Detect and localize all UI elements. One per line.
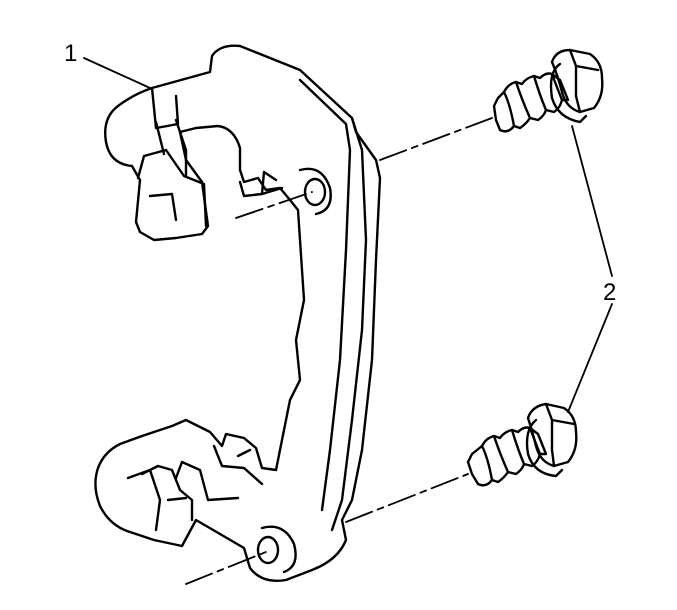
lower-bolt-head-flats <box>544 402 576 468</box>
leader-1 <box>83 57 151 89</box>
upper-bolt <box>492 48 604 133</box>
lower-abutment-block <box>140 464 194 522</box>
lower-boss-rim <box>260 525 297 574</box>
leader-2-upper <box>571 125 613 277</box>
lower-bolt <box>466 402 578 487</box>
bracket-outline <box>94 44 382 582</box>
bracket-edge <box>330 116 368 532</box>
bolt-centerlines <box>185 117 493 585</box>
lower-guide-notch <box>212 444 264 486</box>
caliper-bracket <box>94 44 382 582</box>
callout-2-label: 2 <box>603 279 617 306</box>
upper-bolt-thread-lines <box>502 72 564 128</box>
lower-centerline-outer <box>345 473 469 523</box>
upper-centerline-inner <box>235 191 313 219</box>
callout-1-label: 1 <box>64 40 78 67</box>
leader-lines <box>83 57 613 413</box>
upper-abutment-block <box>136 148 208 228</box>
upper-abutment-slot <box>148 192 178 222</box>
upper-boss-rim <box>298 167 332 216</box>
upper-guide-notch <box>238 170 284 198</box>
upper-bolt-head-flats <box>568 48 600 114</box>
lower-bolt-thread-lines <box>480 426 542 482</box>
upper-bolt-flange <box>549 62 588 124</box>
lower-bolt-threads <box>466 426 548 487</box>
lower-mounting-hole <box>256 535 280 565</box>
upper-abutment-face <box>150 86 180 130</box>
upper-mounting-hole <box>303 177 327 207</box>
upper-bolt-threads <box>492 72 570 133</box>
bracket-inner-rib <box>298 78 352 512</box>
upper-abutment-step <box>154 118 188 178</box>
lower-centerline-inner <box>185 551 267 585</box>
lower-abutment-step <box>166 460 240 502</box>
lower-abutment-face <box>126 468 162 532</box>
upper-centerline-outer <box>379 117 493 161</box>
leader-2-lower <box>567 303 613 413</box>
